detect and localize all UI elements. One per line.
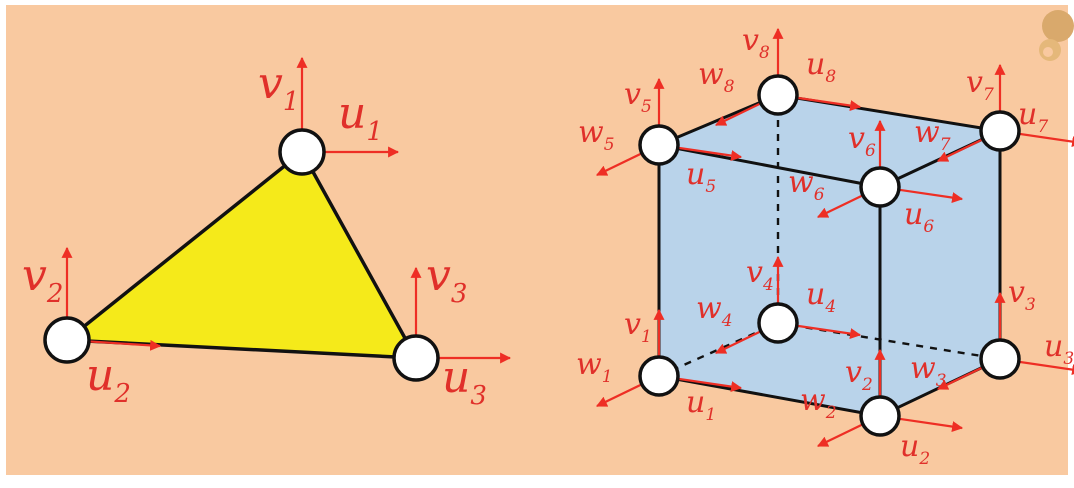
dof-label-v2: v2 bbox=[22, 250, 63, 309]
logo-mark bbox=[1039, 10, 1074, 61]
dof-label-u3: u3 bbox=[442, 352, 487, 411]
dof-label-u2: u2 bbox=[86, 350, 131, 409]
node-circle-3 bbox=[392, 334, 440, 382]
cube-node-4: v4 w4 u4 bbox=[696, 255, 862, 354]
dof-label-u8: u8 bbox=[806, 47, 836, 87]
node-circle-1 bbox=[278, 128, 326, 176]
triangle-face bbox=[65, 150, 418, 360]
dof-label-u4: u4 bbox=[806, 277, 836, 317]
node-circle-8 bbox=[757, 74, 799, 116]
cube-right-face bbox=[880, 131, 1000, 416]
edge-1-2 bbox=[658, 374, 881, 418]
cube-node-7: v7 w7 u7 bbox=[914, 63, 1074, 162]
triangle-element: v1 u1 v2 u2 v3 u3 bbox=[22, 56, 512, 411]
dof-label-w3: w3 bbox=[910, 351, 947, 391]
node-circle-3 bbox=[979, 338, 1021, 380]
dof-label-u3: u3 bbox=[1044, 329, 1074, 369]
dof-label-u6: u6 bbox=[904, 197, 934, 237]
dof-label-v3: v3 bbox=[426, 250, 467, 309]
node-circle-2 bbox=[859, 395, 901, 437]
dof-label-v4: v4 bbox=[746, 255, 774, 295]
dof-label-w2: w2 bbox=[800, 383, 837, 423]
dof-label-w6: w6 bbox=[788, 165, 825, 205]
dof-label-v5: v5 bbox=[624, 77, 652, 117]
node-circle-1 bbox=[638, 355, 680, 397]
dof-label-w4: w4 bbox=[696, 291, 733, 331]
node-circle-2 bbox=[43, 316, 91, 364]
dof-label-v6: v6 bbox=[848, 121, 876, 161]
node-circle-6 bbox=[859, 166, 901, 208]
dof-label-u1: u1 bbox=[686, 385, 716, 425]
node-circle-7 bbox=[979, 110, 1021, 152]
node-circle-5 bbox=[638, 124, 680, 166]
cube-node-3: v3 w3 u3 bbox=[910, 275, 1074, 391]
dof-label-v7: v7 bbox=[966, 65, 994, 105]
dof-label-w1: w1 bbox=[576, 347, 613, 387]
dof-label-v1: v1 bbox=[624, 307, 652, 347]
dof-label-u7: u7 bbox=[1018, 97, 1048, 137]
edge-5-6 bbox=[658, 143, 881, 189]
dof-label-u5: u5 bbox=[686, 157, 716, 197]
triangle-node-3: v3 u3 bbox=[392, 250, 512, 411]
dof-label-v1: v1 bbox=[258, 58, 299, 117]
cube-node-1: v1 w1 u1 bbox=[576, 307, 743, 425]
dof-label-v8: v8 bbox=[742, 23, 770, 63]
dof-label-u1: u1 bbox=[338, 88, 383, 147]
dof-label-w8: w8 bbox=[698, 57, 735, 97]
triangle-node-1: v1 u1 bbox=[258, 56, 400, 176]
dof-label-w5: w5 bbox=[578, 115, 615, 155]
triangle-node-2: v2 u2 bbox=[22, 246, 162, 409]
dof-label-u2: u2 bbox=[900, 429, 930, 469]
cube-node-6: v6 w6 u6 bbox=[788, 119, 964, 237]
dof-label-v2: v2 bbox=[845, 355, 873, 395]
hidden-edge-4-3 bbox=[777, 321, 1001, 361]
node-circle-4 bbox=[757, 302, 799, 344]
dof-label-w7: w7 bbox=[914, 115, 951, 155]
dof-label-v3: v3 bbox=[1008, 275, 1036, 315]
